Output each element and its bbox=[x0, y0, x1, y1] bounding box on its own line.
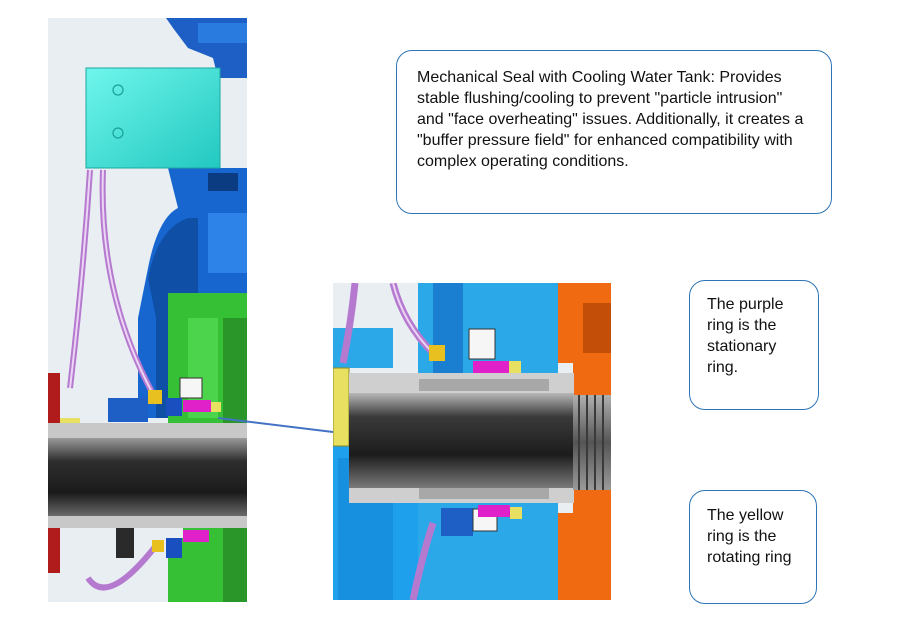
cooling-tank-callout-text: Mechanical Seal with Cooling Water Tank:… bbox=[417, 69, 804, 170]
cooling-water-tank bbox=[85, 67, 221, 169]
rotating-ring bbox=[333, 367, 350, 447]
spring-pack-upper bbox=[419, 379, 549, 391]
gland-block-detail-lower bbox=[441, 508, 473, 536]
gland-red-lower bbox=[48, 523, 60, 573]
tube-left-highlight bbox=[69, 169, 91, 389]
rotating-ring-callout: The yellow ring is the rotating ring bbox=[689, 490, 817, 604]
tube-fitting-lower bbox=[152, 540, 164, 552]
assembly-drawing bbox=[48, 18, 247, 602]
seal-white-block bbox=[179, 377, 203, 399]
casing-upper-shade bbox=[433, 283, 463, 378]
tube-detail-right-highlight bbox=[392, 283, 434, 354]
seal-detail-view bbox=[333, 283, 611, 600]
stationary-ring-callout-text: The purple ring is the stationary ring. bbox=[707, 296, 784, 376]
leader-line-segment bbox=[217, 417, 334, 433]
seal-flange-left bbox=[108, 398, 148, 422]
fitting-detail-upper bbox=[429, 345, 445, 361]
spring-clip-lower bbox=[510, 507, 522, 519]
stationary-ring-lower bbox=[183, 530, 209, 542]
tank-port-lower bbox=[112, 127, 124, 139]
stationary-ring-upper bbox=[183, 400, 211, 412]
tube-bottom bbox=[85, 541, 161, 591]
rotating-ring-callout-text: The yellow ring is the rotating ring bbox=[707, 507, 792, 566]
seal-spring-upper bbox=[211, 402, 221, 412]
seal-bolt-lower bbox=[116, 528, 134, 558]
tube-fitting-upper bbox=[148, 390, 162, 404]
thread-lines bbox=[578, 395, 604, 490]
cooling-tank-callout: Mechanical Seal with Cooling Water Tank:… bbox=[396, 50, 832, 214]
tank-port-upper bbox=[112, 84, 124, 96]
detail-drawing bbox=[333, 283, 611, 600]
assembly-cross-section bbox=[48, 18, 247, 602]
casing-bolt bbox=[208, 173, 238, 191]
stationary-ring-upper-detail bbox=[473, 361, 509, 373]
stationary-ring-callout: The purple ring is the stationary ring. bbox=[689, 280, 819, 410]
tube-detail-bottom bbox=[409, 521, 437, 600]
gland-red-upper bbox=[48, 373, 60, 428]
seal-gland-block bbox=[166, 398, 182, 416]
seal-gland-block-lower bbox=[166, 538, 182, 558]
tube-right-highlight bbox=[101, 169, 159, 404]
casing-face bbox=[208, 213, 247, 273]
orange-housing-shade bbox=[583, 303, 611, 353]
stationary-ring-lower-detail bbox=[478, 505, 510, 517]
flange-bolt-block bbox=[198, 23, 247, 43]
shaft-detail bbox=[349, 393, 574, 488]
seal-white-block-detail bbox=[468, 328, 496, 360]
spring-clip-upper bbox=[509, 361, 521, 373]
spring-pack-lower bbox=[419, 487, 549, 499]
pump-shaft bbox=[48, 438, 247, 516]
tube-detail-left bbox=[339, 283, 359, 364]
